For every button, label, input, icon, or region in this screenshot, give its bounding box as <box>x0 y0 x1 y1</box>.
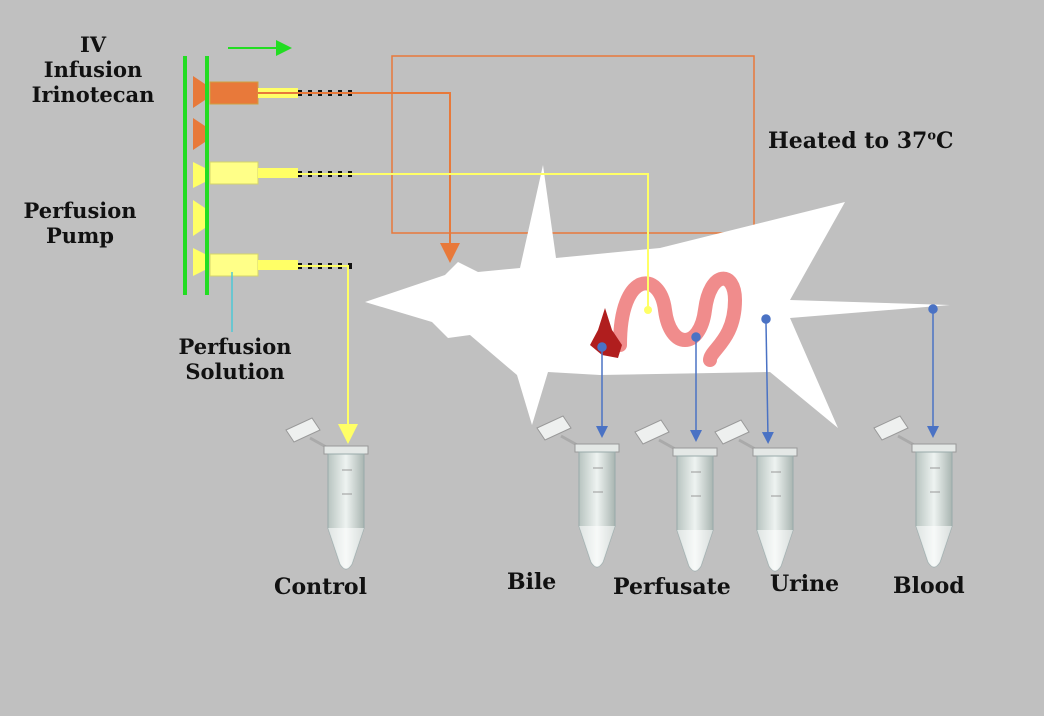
syringe-perfusion-1 <box>209 161 352 185</box>
tube-label-bile: Bile <box>507 569 557 595</box>
perfusion-pump-label: Perfusion Pump <box>0 198 160 248</box>
heated-text: Heated to 37 <box>768 128 928 154</box>
pump-line-1: Perfusion <box>23 198 137 223</box>
intestine <box>613 271 743 367</box>
iv-line-3: Irinotecan <box>31 82 155 108</box>
heated-label: Heated to 37oC <box>768 128 954 154</box>
syringe-perfusion-2 <box>209 253 352 277</box>
heated-box <box>391 55 755 234</box>
perfusion-solution-label: Perfusion Solution <box>160 334 310 384</box>
tube-urine <box>713 418 799 573</box>
iv-line-2: Infusion <box>43 57 143 83</box>
tube-label-blood: Blood <box>893 573 965 599</box>
iv-infusion-label: IV Infusion Irinotecan <box>18 32 168 108</box>
tube-blood <box>872 414 958 569</box>
solution-line-2: Solution <box>185 359 285 385</box>
iv-line-1: IV <box>79 32 107 57</box>
heated-degree: o <box>927 128 937 144</box>
tube-label-urine: Urine <box>770 571 840 597</box>
tube-perfusate <box>633 418 719 573</box>
solution-line-1: Perfusion <box>178 334 292 359</box>
tube-control <box>284 416 370 571</box>
heated-unit: C <box>936 128 954 154</box>
perfusion-line <box>298 173 649 308</box>
pump-line-2: Pump <box>46 223 114 249</box>
tube-label-control: Control <box>274 574 367 600</box>
sampling-lines <box>596 304 939 444</box>
control-line <box>298 265 358 444</box>
infusion-line <box>258 92 460 263</box>
tube-label-perfusate: Perfusate <box>613 574 731 600</box>
tube-bile <box>535 414 621 569</box>
